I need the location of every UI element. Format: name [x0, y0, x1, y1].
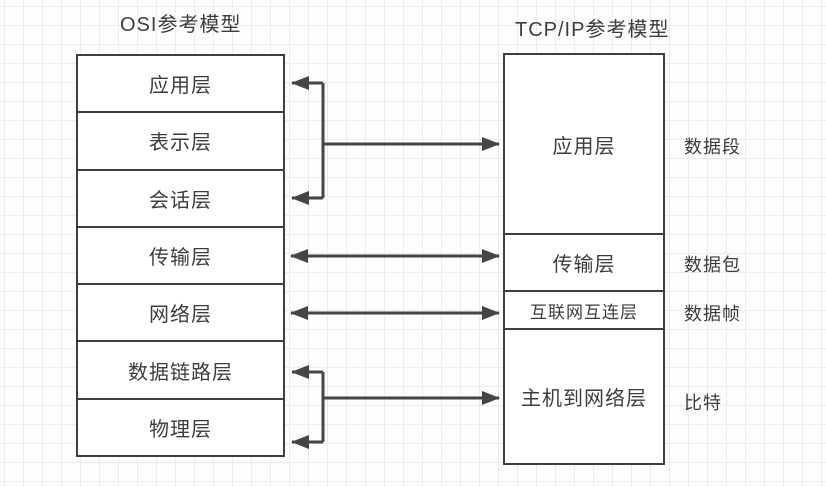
osi-layer-physical: 物理层	[78, 397, 283, 455]
osi-model-box: 应用层 表示层 会话层 传输层 网络层 数据链路层 物理层	[76, 54, 285, 457]
unit-label-bit: 比特	[684, 393, 722, 413]
unit-label-frame: 数据帧	[684, 304, 741, 324]
osi-layer-presentation: 表示层	[78, 111, 283, 169]
tcp-layer-host-to-network: 主机到网络层	[505, 328, 663, 463]
tcpip-model-box: 应用层 传输层 互联网互连层 主机到网络层	[503, 53, 665, 465]
osi-layer-datalink: 数据链路层	[78, 340, 283, 398]
osi-layer-network: 网络层	[78, 283, 283, 341]
tcp-layer-internet: 互联网互连层	[505, 290, 663, 328]
osi-layer-session: 会话层	[78, 168, 283, 226]
osi-model-title: OSI参考模型	[120, 14, 242, 36]
osi-layer-application: 应用层	[78, 56, 283, 112]
osi-layer-transport: 传输层	[78, 225, 283, 284]
tcp-layer-application: 应用层	[505, 55, 663, 233]
tcp-layer-transport: 传输层	[505, 233, 663, 290]
tcpip-model-title: TCP/IP参考模型	[515, 19, 670, 41]
unit-label-packet: 数据包	[684, 255, 741, 275]
unit-label-segment: 数据段	[684, 137, 741, 157]
